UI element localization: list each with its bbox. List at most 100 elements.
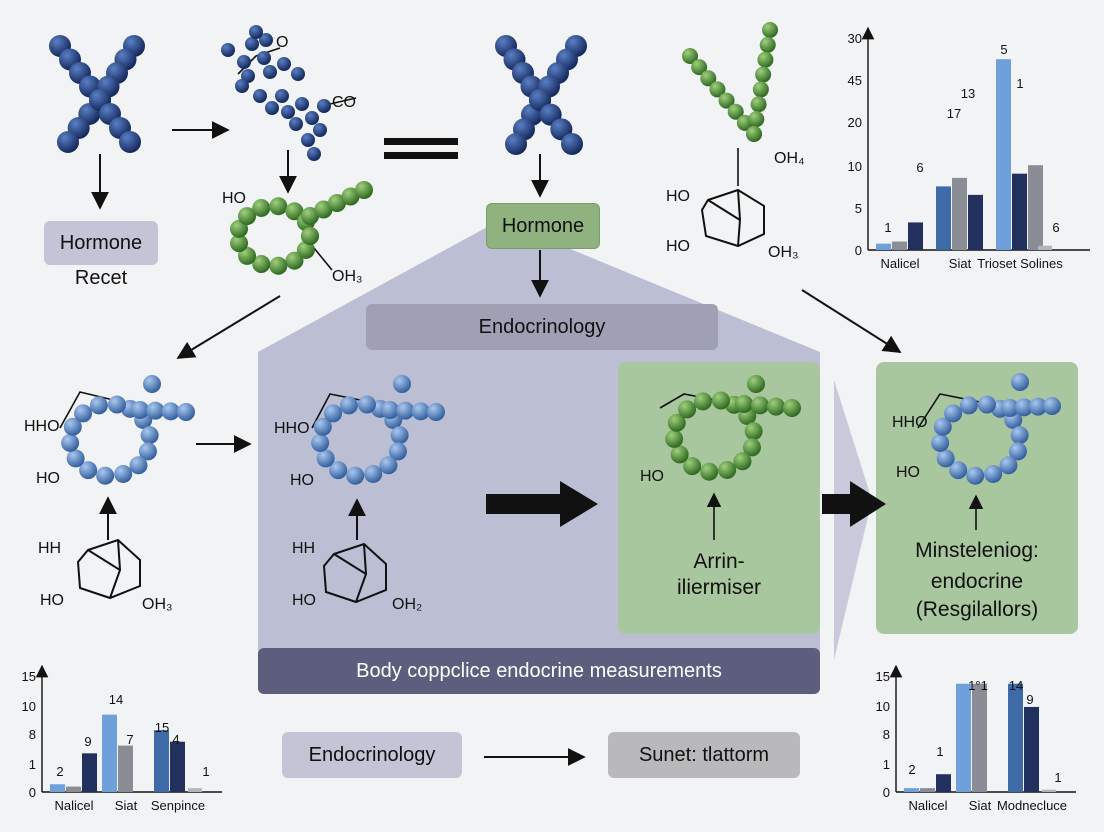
bead xyxy=(682,48,698,64)
bead xyxy=(718,92,735,109)
data-label: 5 xyxy=(1000,42,1007,57)
data-label: 1°1 xyxy=(968,678,988,693)
bead xyxy=(390,426,409,445)
thick-arrow-center xyxy=(486,481,598,527)
bead xyxy=(709,81,726,98)
bead xyxy=(1001,399,1019,417)
bead xyxy=(285,251,304,270)
bar xyxy=(904,788,919,792)
x-tick-label: Nalicel xyxy=(880,256,919,271)
molecule-center-x xyxy=(495,35,587,155)
sunet-box[interactable]: Sunet: tlattorm xyxy=(608,732,800,778)
y-tick-label: 8 xyxy=(883,727,890,742)
bead xyxy=(57,131,79,153)
bead xyxy=(747,375,765,393)
bead xyxy=(238,207,257,226)
bead xyxy=(750,96,767,113)
bead xyxy=(783,399,801,417)
data-label: 6 xyxy=(916,160,923,175)
bead xyxy=(252,198,271,217)
bar xyxy=(154,730,169,792)
bead xyxy=(735,395,753,413)
molecule-chain-2 xyxy=(221,25,331,161)
x-tick-label: Trioset Solines xyxy=(977,256,1063,271)
bead xyxy=(235,79,249,93)
y-tick-label: 8 xyxy=(29,727,36,742)
bead xyxy=(107,395,126,414)
bead xyxy=(977,395,996,414)
hormone-center-box[interactable]: Hormone xyxy=(486,203,600,249)
bead xyxy=(257,51,271,65)
bar xyxy=(876,243,891,250)
bead xyxy=(291,67,305,81)
y-tick-label: 15 xyxy=(22,669,36,684)
bead xyxy=(561,133,583,155)
data-label: 14 xyxy=(109,692,123,707)
mol6-ho-top-label: HO xyxy=(666,188,690,205)
x-tick-label: Senpince xyxy=(151,798,205,813)
bead xyxy=(311,433,330,452)
bead xyxy=(296,240,315,259)
bead xyxy=(379,456,398,475)
bead xyxy=(119,131,141,153)
hormone-recept-box[interactable]: Hormone xyxy=(44,221,158,265)
y-tick-label: 0 xyxy=(883,785,890,800)
bead xyxy=(427,403,445,421)
mol2-co-label: CO xyxy=(332,94,356,111)
data-label: 2 xyxy=(56,764,63,779)
bead xyxy=(74,404,93,423)
equals-sign-bottom xyxy=(384,152,458,159)
bead xyxy=(143,375,161,393)
bar xyxy=(1042,789,1056,792)
bar xyxy=(1008,683,1023,792)
ring-structure-center xyxy=(322,542,387,604)
endocrinology-bottom-box[interactable]: Endocrinology xyxy=(282,732,462,778)
bead xyxy=(79,461,98,480)
bead xyxy=(313,417,332,436)
body-banner-bg xyxy=(258,648,820,694)
bar xyxy=(188,788,202,792)
bead xyxy=(301,207,319,225)
data-label: 4 xyxy=(172,732,179,747)
bead xyxy=(1011,373,1029,391)
bead xyxy=(263,65,277,79)
bar xyxy=(920,788,935,792)
bead xyxy=(66,449,85,468)
y-tick-label: 45 xyxy=(848,73,862,88)
bead xyxy=(752,81,769,98)
bead xyxy=(253,89,267,103)
left-hh-label: HH xyxy=(38,540,62,557)
bead xyxy=(259,33,273,47)
bead xyxy=(295,97,309,111)
bead xyxy=(277,57,291,71)
data-label: 1 xyxy=(202,764,209,779)
bead xyxy=(936,449,955,468)
bar xyxy=(1028,165,1043,250)
mol6-oh3-label: OH₃ xyxy=(768,244,799,261)
bead xyxy=(759,36,776,53)
bead xyxy=(393,375,411,393)
ring-structure-left xyxy=(76,538,141,600)
mol6-ho-bottom-label: HO xyxy=(666,238,690,255)
mol3-ho-label: HO xyxy=(222,190,246,207)
bar xyxy=(956,683,971,792)
bar xyxy=(82,753,97,792)
bar xyxy=(936,774,951,792)
bead xyxy=(275,89,289,103)
endocrinology-top-box[interactable]: Endocrinology xyxy=(366,304,718,350)
bead xyxy=(767,397,785,416)
bar xyxy=(952,177,967,250)
bead xyxy=(1015,398,1033,417)
y-tick-label: 0 xyxy=(29,785,36,800)
mirs-label-line3: (Resgilallors) xyxy=(915,598,1039,622)
hormone-recept-caption: Recet xyxy=(74,267,128,289)
arrin-label-line2: iliermiser xyxy=(677,576,761,600)
bead xyxy=(341,187,360,206)
bead xyxy=(313,123,327,137)
center-oh2-label: OH₂ xyxy=(392,596,423,613)
mirs-label-line2: endocrine xyxy=(930,570,1024,594)
bead xyxy=(751,396,769,415)
bead xyxy=(140,426,159,445)
x-tick-label: Nalicel xyxy=(908,798,947,813)
